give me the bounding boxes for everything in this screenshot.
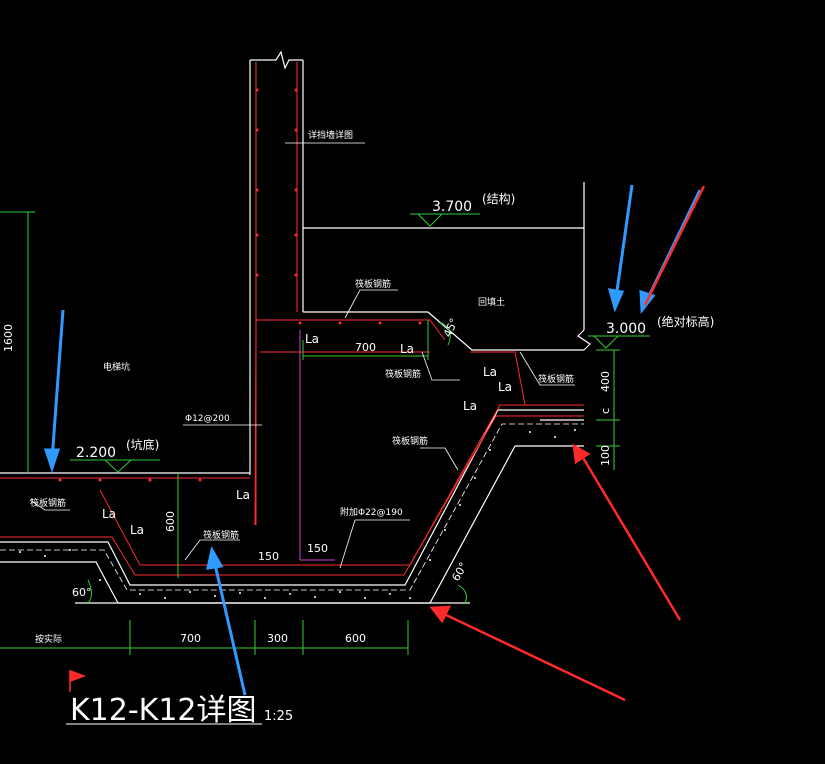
la-label: La [400,342,414,356]
dim-400: 400 [599,371,612,392]
la-label: La [130,523,144,537]
label-mat-rebar-2: 筏板钢筋 [385,368,421,380]
angle-60-left: 60° [72,586,92,599]
elev-structure-note: (结构) [482,191,515,206]
label-mat-rebar-6: 筏板钢筋 [203,529,239,541]
dim-150-a: 150 [258,550,279,563]
la-label: La [463,399,477,413]
dim-100: 100 [599,445,612,466]
label-added-bar: 附加Φ22@190 [340,506,403,518]
red-arrows [429,185,706,702]
label-elevator-pit: 电梯坑 [103,361,130,373]
inner-wall-line [299,330,335,561]
inner-rebar-dashed [0,423,584,591]
label-per-plan: 按实际 [35,633,62,645]
la-label: La [498,380,512,394]
concrete-hatch [19,429,576,599]
la-label: La [305,332,319,346]
dim-700-bottom: 700 [180,632,201,645]
label-phi12: Φ12@200 [185,414,230,424]
dim-600-bottom: 600 [345,632,366,645]
drawing-title: K12-K12详图 [70,693,257,728]
wall-outlines [0,50,591,604]
la-label: La [102,507,116,521]
dimension-lines [0,211,620,655]
dim-c: c [599,408,612,414]
elev-pit-note: (坑底) [126,437,159,452]
elev-absolute-note: (绝对标高) [657,314,714,329]
la-label: La [483,365,497,379]
angle-45: 45° [441,316,461,339]
label-backfill: 回填土 [478,296,505,308]
label-retaining-wall: 详挡墙详图 [308,129,353,141]
dim-150-b: 150 [307,542,328,555]
flag-icon [69,670,86,692]
elevation-markers [70,213,650,473]
leader-lines [29,142,575,569]
dim-700-top: 700 [355,341,376,354]
elev-absolute-value: 3.000 [606,321,646,337]
elev-pit-value: 2.200 [76,445,116,461]
dim-300: 300 [267,632,288,645]
rebar-lines [0,62,584,576]
label-mat-rebar-5: 筏板钢筋 [30,497,66,509]
dim-1600: 1600 [2,324,15,352]
la-label: La [236,488,250,502]
label-mat-rebar-1: 筏板钢筋 [355,278,391,290]
angle-60-right: 60° [449,560,470,583]
drawing-scale: 1:25 [264,709,293,724]
dim-600-vertical: 600 [164,511,177,532]
rebar-dots [58,88,422,482]
label-mat-rebar-4: 筏板钢筋 [392,435,428,447]
elev-structure-value: 3.700 [432,199,472,215]
label-mat-rebar-3: 筏板钢筋 [538,373,574,385]
